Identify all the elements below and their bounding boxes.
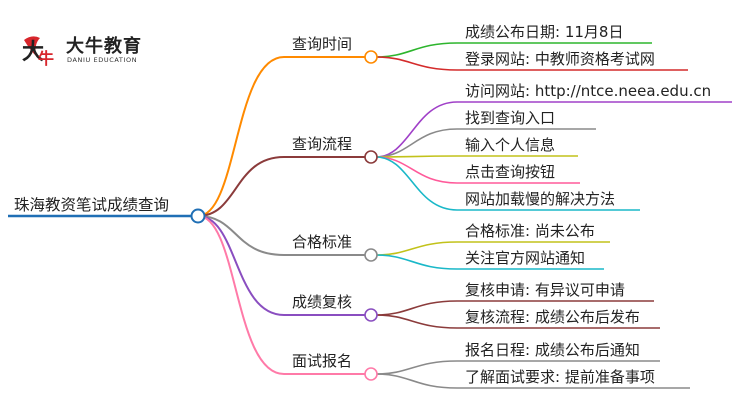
leaf-label: 复核申请: 有异议可申请 — [465, 281, 625, 299]
brand-name-cn: 大牛教育 — [66, 36, 142, 57]
niu-logo-icon: 大 牛 — [22, 36, 54, 68]
branch-label: 合格标准 — [292, 233, 353, 251]
leaf-label: 网站加载慢的解决方法 — [465, 190, 616, 208]
branch-label: 成绩复核 — [292, 293, 353, 311]
leaf-connector — [375, 314, 458, 329]
leaf-connector — [375, 300, 458, 316]
branch-connector — [197, 215, 285, 316]
root-topic: 珠海教资笔试成绩查询 — [14, 196, 170, 214]
brand-name-en: DANIU EDUCATION — [67, 56, 138, 64]
leaf-label: 了解面试要求: 提前准备事项 — [465, 368, 655, 386]
leaf-connector — [375, 156, 458, 211]
leaf-connector — [375, 42, 458, 58]
leaf-connector — [375, 56, 458, 71]
leaf-connector — [375, 373, 458, 389]
svg-text:牛: 牛 — [38, 49, 54, 68]
svg-text:大: 大 — [22, 39, 44, 65]
leaf-label: 访问网站: http://ntce.neea.edu.cn — [465, 82, 712, 100]
branch-connector — [197, 215, 285, 375]
leaf-connector — [375, 156, 458, 184]
leaf-connector — [375, 101, 458, 158]
root-node — [190, 208, 206, 224]
leaf-label: 成绩公布日期: 11月8日 — [465, 23, 624, 41]
branch-connector — [197, 56, 285, 217]
leaf-label: 登录网站: 中教师资格考试网 — [465, 50, 655, 68]
leaf-connector — [375, 254, 458, 270]
leaf-label: 报名日程: 成绩公布后通知 — [465, 341, 640, 359]
leaf-label: 找到查询入口 — [465, 109, 556, 127]
leaf-connector — [375, 360, 458, 375]
leaf-connector — [375, 241, 458, 256]
branch-node — [364, 150, 378, 164]
branch-node — [364, 50, 378, 64]
branch-label: 查询流程 — [292, 135, 353, 153]
branch-node — [364, 367, 378, 381]
leaf-connector — [375, 155, 458, 158]
leaf-label: 输入个人信息 — [465, 136, 556, 154]
leaf-label: 关注官方网站通知 — [465, 249, 586, 267]
branch-label: 面试报名 — [292, 352, 353, 370]
leaf-connector — [375, 128, 458, 158]
branch-label: 查询时间 — [292, 35, 353, 53]
branch-node — [364, 248, 378, 262]
branch-connector — [197, 156, 285, 217]
leaf-label: 复核流程: 成绩公布后发布 — [465, 308, 640, 326]
brand-logo: 大 牛 大牛教育 DANIU EDUCATION — [18, 26, 168, 70]
branch-node — [364, 308, 378, 322]
leaf-label: 点击查询按钮 — [465, 163, 556, 181]
leaf-label: 合格标准: 尚未公布 — [465, 222, 595, 240]
branch-connector — [197, 215, 285, 256]
